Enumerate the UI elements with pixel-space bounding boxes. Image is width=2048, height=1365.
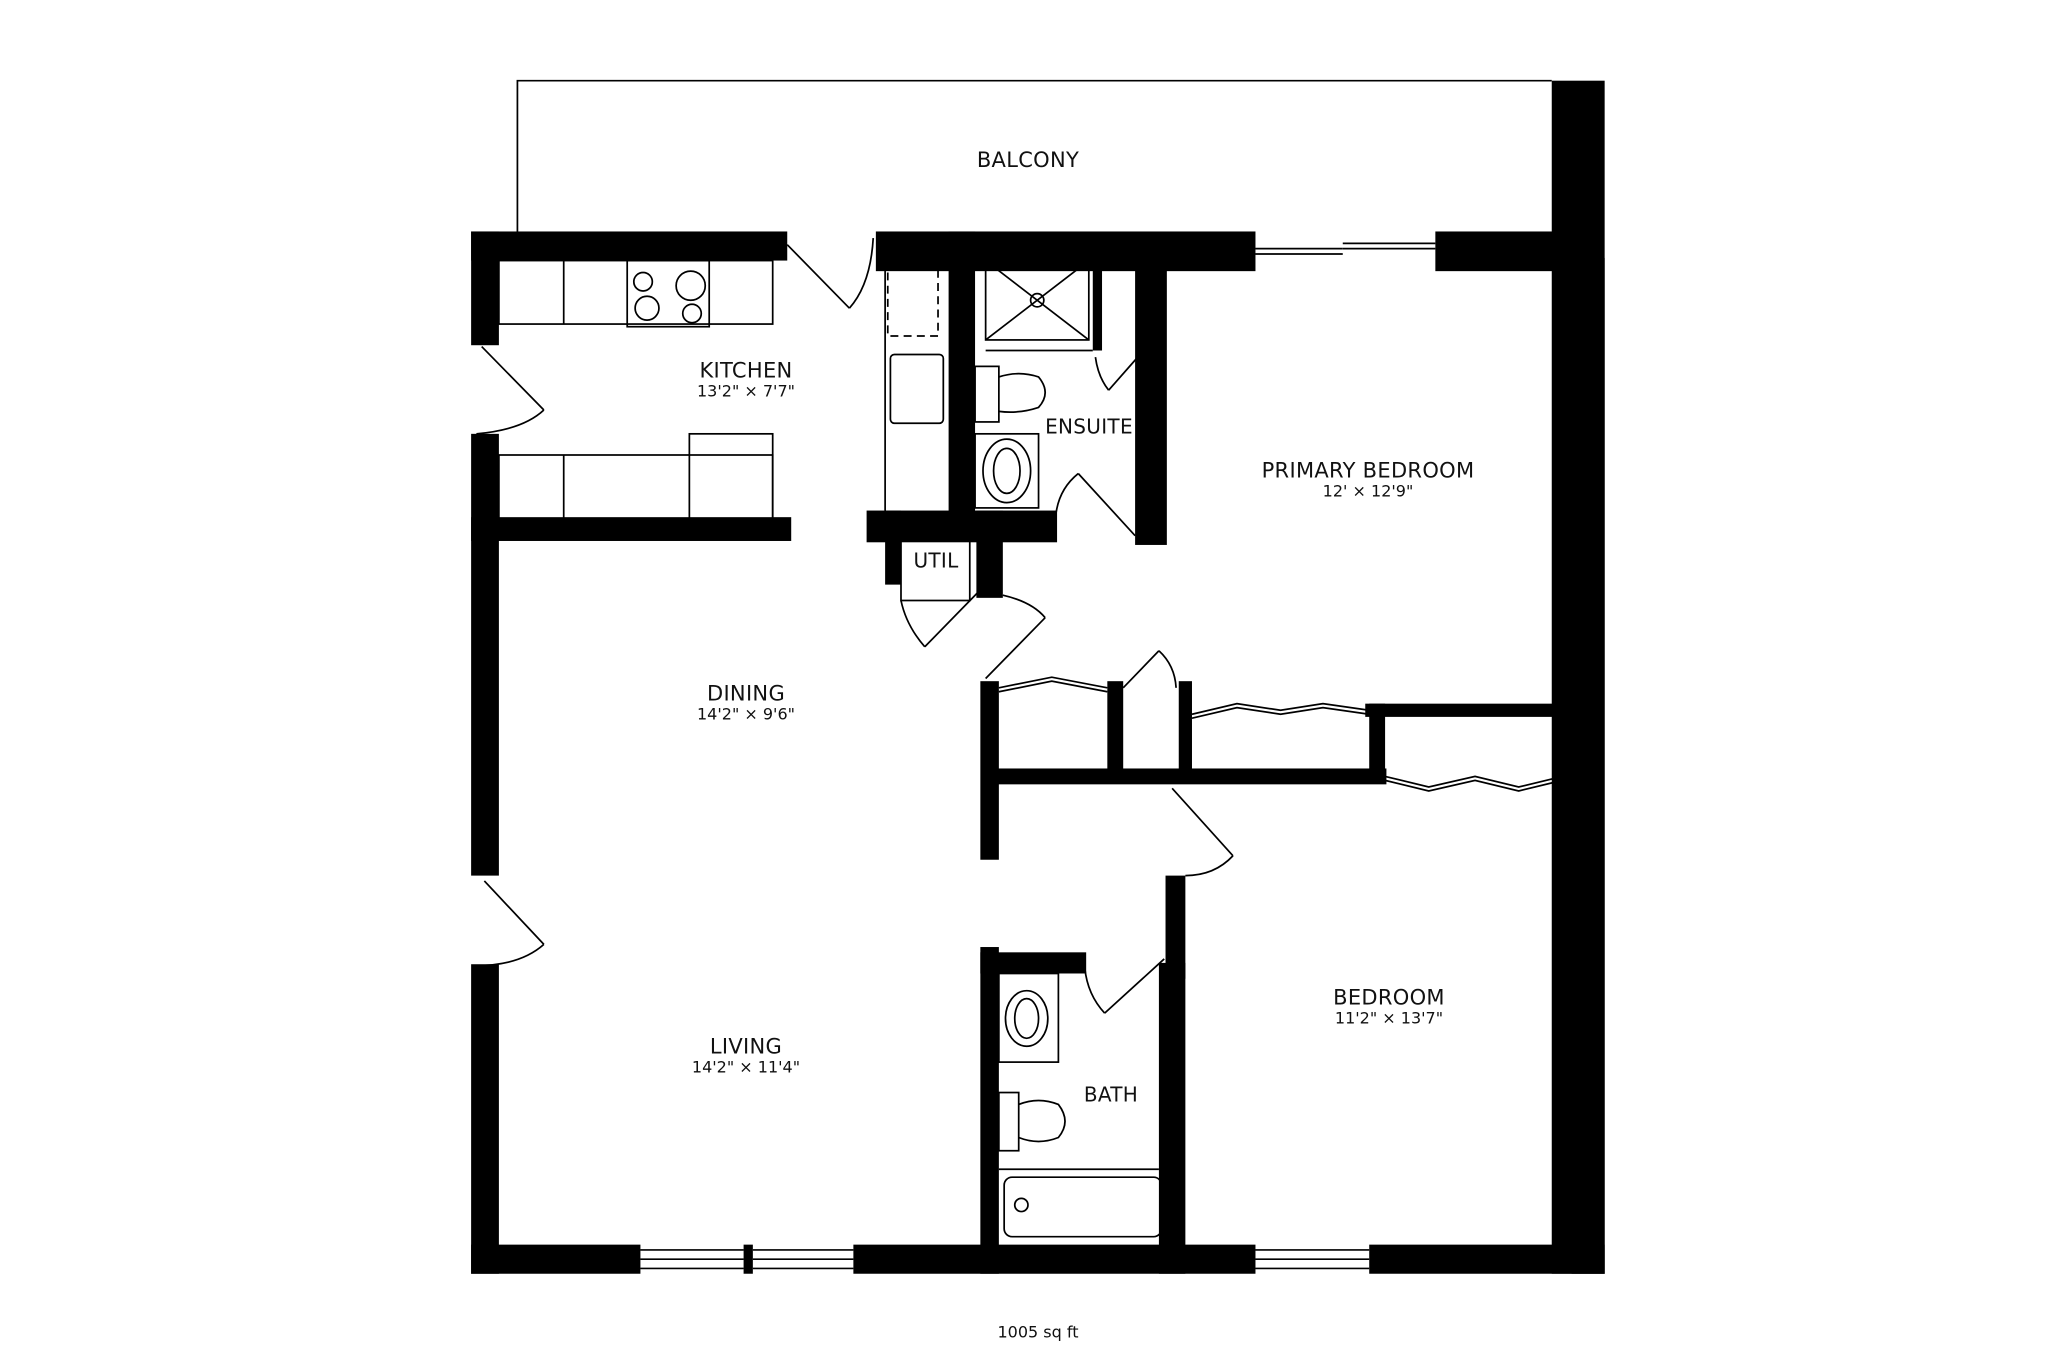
room-name: UTIL xyxy=(913,548,959,573)
room-label-bath: BATH xyxy=(1083,1082,1139,1107)
room-name: LIVING xyxy=(709,1034,783,1059)
room-dimensions: 12' × 12'9" xyxy=(1322,481,1414,501)
room-dimensions: 14'2" × 9'6" xyxy=(697,704,795,724)
room-label-util: UTIL xyxy=(913,548,959,573)
total-area: 1005 sq ft xyxy=(997,1322,1079,1342)
room-name: BEDROOM xyxy=(1333,985,1445,1010)
room-label-kitchen: KITCHEN 13'2" × 7'7" xyxy=(697,359,795,402)
room-name: BALCONY xyxy=(976,147,1080,172)
room-label-balcony: BALCONY xyxy=(977,148,1079,172)
room-label-primary-bedroom: PRIMARY BEDROOM 12' × 12'9" xyxy=(1262,459,1475,502)
room-name: DINING xyxy=(706,681,786,706)
room-name: BATH xyxy=(1083,1082,1139,1107)
fixtures xyxy=(476,79,1563,1270)
room-label-living: LIVING 14'2" × 11'4" xyxy=(692,1035,800,1078)
walls xyxy=(471,80,1605,1274)
room-label-ensuite: ENSUITE xyxy=(1045,414,1133,439)
room-label-dining: DINING 14'2" × 9'6" xyxy=(697,682,795,725)
room-dimensions: 13'2" × 7'7" xyxy=(697,381,795,401)
room-label-bedroom: BEDROOM 11'2" × 13'7" xyxy=(1333,986,1445,1029)
room-dimensions: 11'2" × 13'7" xyxy=(1334,1008,1444,1028)
room-dimensions: 14'2" × 11'4" xyxy=(691,1057,801,1077)
room-name: KITCHEN xyxy=(699,358,793,383)
room-name: PRIMARY BEDROOM xyxy=(1261,458,1475,483)
room-name: ENSUITE xyxy=(1045,414,1133,439)
